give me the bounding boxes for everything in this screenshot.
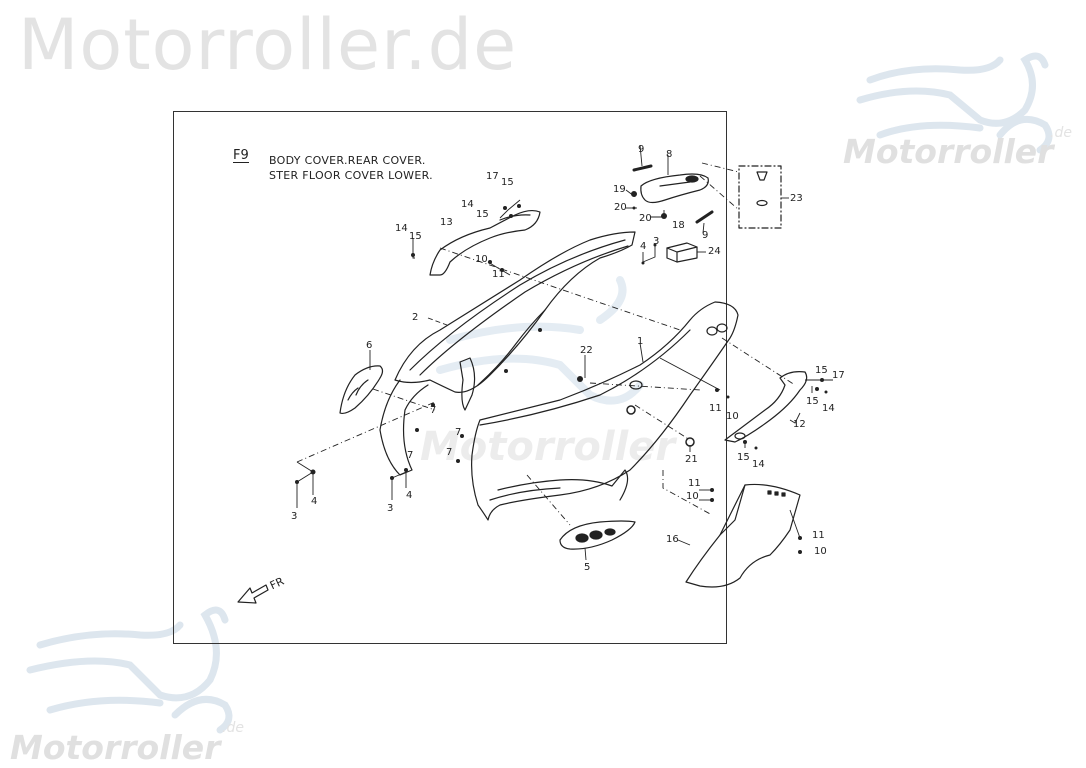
watermark-logo-text-top-right: Motorroller	[843, 132, 1054, 171]
callout-part-15: 15	[815, 365, 828, 376]
callout-part-20: 20	[639, 213, 652, 224]
callout-part-14: 14	[752, 459, 765, 470]
part-5-vent-cover	[559, 520, 636, 550]
callout-part-14: 14	[461, 199, 474, 210]
part-6-side-cover	[339, 365, 384, 415]
watermark-center-text: Motorroller	[420, 424, 677, 470]
part-13-grab-rail	[429, 209, 541, 276]
callout-part-10: 10	[475, 254, 488, 265]
callout-part-24: 24	[708, 246, 721, 257]
part-1-body-cover	[471, 301, 739, 521]
callout-part-9: 9	[702, 230, 709, 241]
callout-part-23: 23	[790, 193, 803, 204]
callout-part-15: 15	[501, 177, 514, 188]
callout-part-3: 3	[653, 236, 660, 247]
callout-part-5: 5	[584, 562, 591, 573]
part-16-floor-cover-lower	[685, 483, 801, 588]
figure-title-line-2: STER FLOOR COVER LOWER.	[269, 169, 433, 182]
callout-part-7: 7	[455, 427, 462, 438]
part-8-rear-carrier	[640, 173, 709, 204]
callout-part-14: 14	[822, 403, 835, 414]
watermark-logo-suffix-bottom-left: .de	[222, 720, 244, 736]
callout-part-11: 11	[709, 403, 722, 414]
callout-part-21: 21	[685, 454, 698, 465]
diagram-frame	[173, 111, 727, 644]
callout-part-10: 10	[726, 411, 739, 422]
callout-part-16: 16	[666, 534, 679, 545]
callout-part-1: 1	[637, 336, 644, 347]
part-24-block	[666, 242, 698, 263]
figure-title-line-1: BODY COVER.REAR COVER.	[269, 154, 426, 167]
callout-part-4: 4	[311, 496, 318, 507]
callout-part-9: 9	[638, 144, 645, 155]
callout-part-15: 15	[806, 396, 819, 407]
callout-part-7: 7	[407, 450, 414, 461]
callout-part-15: 15	[737, 452, 750, 463]
callout-part-4: 4	[640, 241, 647, 252]
front-direction-arrow	[237, 584, 269, 604]
callout-part-11: 11	[688, 478, 701, 489]
figure-title: BODY COVER.REAR COVER. STER FLOOR COVER …	[269, 153, 433, 183]
callout-part-2: 2	[412, 312, 419, 323]
callout-part-22: 22	[580, 345, 593, 356]
callout-part-6: 6	[366, 340, 373, 351]
callout-part-12: 12	[793, 419, 806, 430]
callout-part-11: 11	[492, 269, 505, 280]
callout-part-7: 7	[446, 447, 453, 458]
watermark-center	[436, 276, 644, 405]
callout-part-10: 10	[686, 491, 699, 502]
callout-part-4: 4	[406, 490, 413, 501]
callout-part-8: 8	[666, 149, 673, 160]
callout-part-11: 11	[812, 530, 825, 541]
part-12-grab-rail	[724, 371, 808, 443]
watermark-scooter-logo-bottom-left	[26, 606, 233, 734]
callout-part-15: 15	[476, 209, 489, 220]
callout-part-3: 3	[387, 503, 394, 514]
watermark-logo-suffix-top-right: .de	[1050, 125, 1072, 141]
watermark-scooter-logo-top-right	[856, 52, 1053, 154]
figure-id: F9	[233, 148, 249, 163]
callout-part-14: 14	[395, 223, 408, 234]
part-2-body-cover	[394, 231, 636, 393]
callout-part-17: 17	[486, 171, 499, 182]
callout-part-7: 7	[430, 405, 437, 416]
callout-part-20: 20	[614, 202, 627, 213]
callout-part-18: 18	[672, 220, 685, 231]
callout-part-13: 13	[440, 217, 453, 228]
callout-part-19: 19	[613, 184, 626, 195]
callout-part-17: 17	[832, 370, 845, 381]
callout-part-3: 3	[291, 511, 298, 522]
watermark-logo-text-bottom-left: Motorroller	[10, 728, 221, 767]
watermark-title: Motorroller.de	[18, 4, 518, 86]
callout-part-15: 15	[409, 231, 422, 242]
callout-part-10: 10	[814, 546, 827, 557]
